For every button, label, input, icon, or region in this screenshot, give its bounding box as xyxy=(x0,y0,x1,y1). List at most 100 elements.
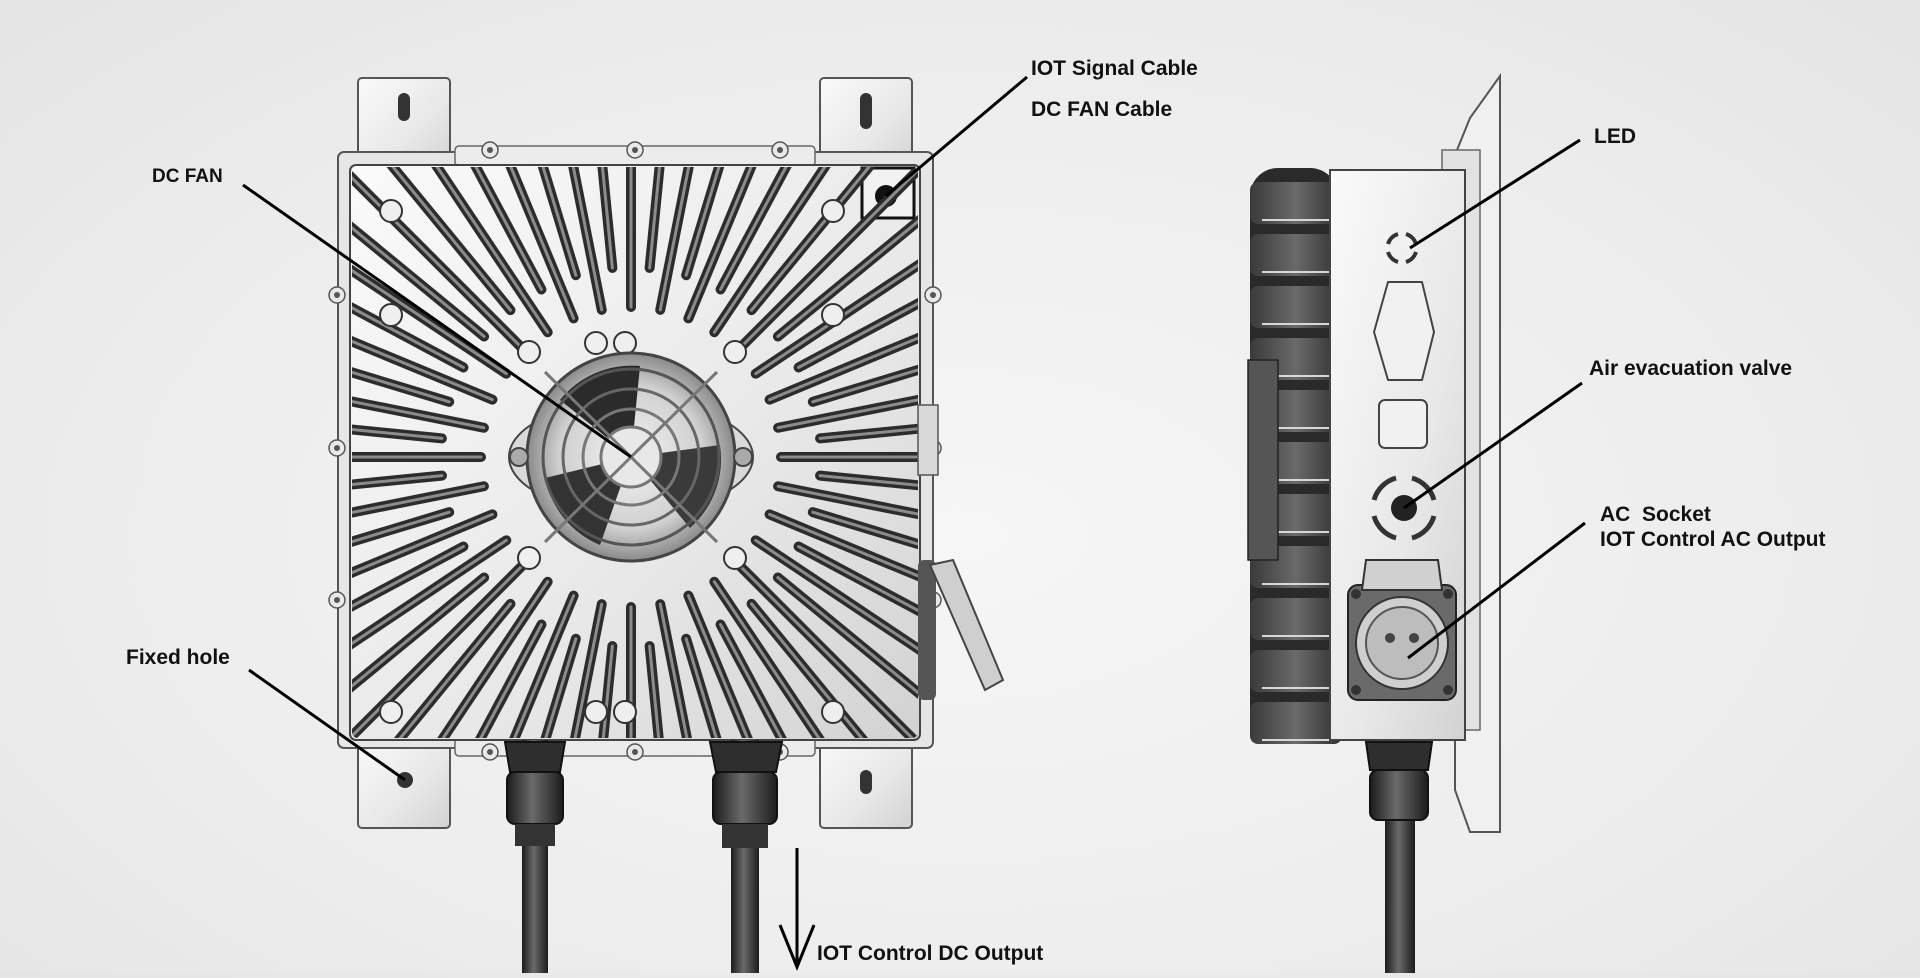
front-view xyxy=(328,77,1005,973)
leader-iot-signal-cable xyxy=(885,75,1028,198)
label-iot-control-ac-output: IOT Control AC Output xyxy=(1600,528,1826,551)
heatsink-fins xyxy=(352,167,918,738)
heatsink-fin-highlight xyxy=(588,644,614,738)
heatsink-fin-highlight xyxy=(684,167,755,277)
housing-lug-hole xyxy=(334,597,340,603)
screw-boss xyxy=(821,303,845,327)
callout-lines xyxy=(242,75,1586,971)
heatsink-fin-highlight xyxy=(797,545,918,657)
heatsink-fin-highlight xyxy=(686,594,794,738)
screw-boss xyxy=(517,546,541,570)
screw-boss xyxy=(821,199,845,223)
label-dc-fan-cable: DC FAN Cable xyxy=(1031,98,1173,121)
heatsink-fin-highlight xyxy=(547,167,604,312)
heatsink-fin-highlight xyxy=(686,167,794,320)
housing-lug-hole xyxy=(334,292,340,298)
heatsink-fin-highlight xyxy=(648,167,674,270)
label-air-evacuation-valve: Air evacuation valve xyxy=(1589,357,1793,380)
heatsink-fin-highlight xyxy=(507,637,578,738)
heatsink-fin-highlight xyxy=(712,167,866,334)
leader-fixed-hole xyxy=(248,668,406,782)
label-led: LED xyxy=(1594,125,1636,148)
heatsink-fin-highlight xyxy=(719,623,831,738)
screw-boss xyxy=(517,340,541,364)
mounting-bracket-top-left xyxy=(357,77,451,174)
screw-boss xyxy=(613,700,637,724)
heatsink-fin-highlight xyxy=(750,167,899,312)
heatsink-fin-highlight xyxy=(588,167,614,270)
heatsink-fin-highlight xyxy=(797,257,918,369)
heatsink-fin-highlight xyxy=(352,538,508,692)
side-fin xyxy=(1250,702,1342,744)
side-fin xyxy=(1250,234,1342,276)
screw-boss xyxy=(379,303,403,327)
label-iot-signal-cable: IOT Signal Cable xyxy=(1031,57,1198,80)
side-fin-clamp xyxy=(1247,359,1279,561)
heatsink-fin-highlight xyxy=(750,602,899,738)
heatsink-fin-highlight xyxy=(658,167,715,312)
screw-boss xyxy=(584,700,608,724)
screw-boss xyxy=(821,700,845,724)
screw-boss xyxy=(723,340,747,364)
leader-air-evacuation-valve xyxy=(1403,381,1583,510)
label-dc-fan: DC FAN xyxy=(152,166,223,187)
screw-boss xyxy=(584,331,608,355)
heatsink-fin-highlight xyxy=(684,637,755,738)
heatsink-fin-highlight xyxy=(547,602,604,738)
heatsink-fin-highlight xyxy=(507,167,578,277)
heatsink-fin-highlight xyxy=(352,294,494,402)
heatsink-fin-highlight xyxy=(352,222,508,376)
leader-dc-fan xyxy=(242,183,632,459)
heatsink-fin-highlight xyxy=(776,576,918,725)
heatsink-fin-highlight xyxy=(776,484,918,541)
heatsink-fin-highlight xyxy=(352,576,486,725)
label-ac-socket: AC Socket xyxy=(1600,503,1711,526)
heatsink-fin-highlight xyxy=(735,561,918,738)
side-view xyxy=(1247,72,1501,973)
heatsink-fin-highlight xyxy=(818,474,918,500)
mounting-bracket-top-right xyxy=(819,77,913,174)
heatsink-fin-highlight xyxy=(811,333,918,404)
side-fin xyxy=(1250,286,1342,328)
screw-boss xyxy=(379,700,403,724)
housing-lug-hole xyxy=(632,749,638,755)
heatsink-fin-highlight xyxy=(754,222,918,376)
heatsink-fin-highlight xyxy=(811,510,918,581)
side-fin xyxy=(1250,182,1342,224)
screw-boss xyxy=(723,546,747,570)
side-connector xyxy=(917,404,1005,700)
heatsink-fin-highlight xyxy=(648,644,674,738)
housing-lug-hole xyxy=(632,147,638,153)
housing-lug-hole xyxy=(777,147,783,153)
heatsink-fin-highlight xyxy=(396,167,550,334)
heatsink-fin-highlight xyxy=(776,189,918,338)
heatsink-fin-highlight xyxy=(352,189,486,338)
heatsink-fin-highlight xyxy=(352,167,527,353)
heatsink-fin-highlight xyxy=(468,594,576,738)
heatsink-fin-highlight xyxy=(352,414,444,440)
label-iot-control-dc-output: IOT Control DC Output xyxy=(817,942,1044,965)
heatsink-fin-highlight xyxy=(352,474,444,500)
housing-lug-hole xyxy=(930,292,936,298)
heatsink-fin-highlight xyxy=(719,167,831,291)
cable-gland-right xyxy=(708,740,784,973)
screw-boss xyxy=(379,199,403,223)
ac-socket xyxy=(1347,559,1457,701)
side-heatsink-fins xyxy=(1247,168,1342,744)
heatsink-fin-highlight xyxy=(735,167,918,353)
housing-lug-hole xyxy=(334,445,340,451)
diamond-badge xyxy=(1373,281,1435,381)
heatsink-fin-highlight xyxy=(658,602,715,738)
heatsink-fin-highlight xyxy=(768,512,918,620)
housing-lug-hole xyxy=(487,147,493,153)
led-indicator xyxy=(1386,232,1418,264)
heatsink-fin-highlight xyxy=(431,167,543,291)
screw-bosses xyxy=(379,199,845,724)
heatsink-fin-highlight xyxy=(352,333,451,404)
heatsink-fin-highlight xyxy=(352,510,451,581)
heatsink-fin-highlight xyxy=(754,538,918,692)
cable-gland-left xyxy=(503,740,567,973)
heatsink-fin-highlight xyxy=(712,580,866,738)
